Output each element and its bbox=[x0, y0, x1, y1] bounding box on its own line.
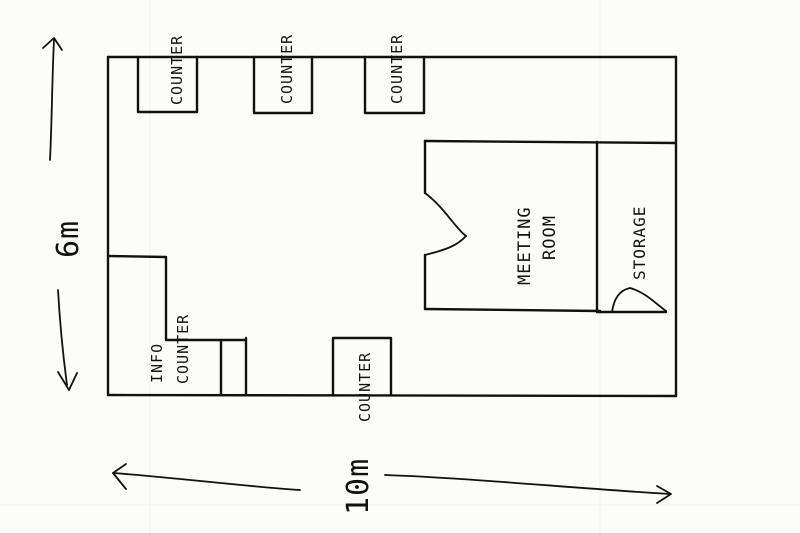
meeting-room: MEETING ROOM bbox=[423, 139, 678, 314]
width-dimension-label: 6m bbox=[51, 220, 86, 258]
counter-bottom-label: COUNTER bbox=[356, 352, 374, 422]
meeting-room-label-line2: ROOM bbox=[540, 215, 560, 260]
length-dimension-label: 10m bbox=[341, 458, 376, 515]
counter-top-1-label: COUNTER bbox=[168, 35, 186, 105]
length-dimension: 10m bbox=[112, 458, 672, 515]
meeting-room-label-line1: MEETING bbox=[515, 206, 535, 285]
info-counter: INFO COUNTER bbox=[106, 254, 248, 397]
counter-top-3: COUNTER bbox=[363, 34, 426, 115]
info-counter-label-line1: INFO bbox=[148, 343, 166, 383]
width-dimension: 6m bbox=[42, 37, 86, 391]
counter-bottom: COUNTER bbox=[331, 336, 393, 422]
storage-room: STORAGE bbox=[595, 206, 668, 314]
counter-top-2: COUNTER bbox=[252, 34, 314, 115]
info-counter-label-line2: COUNTER bbox=[174, 314, 192, 384]
counter-top-2-label: COUNTER bbox=[278, 34, 296, 104]
storage-label: STORAGE bbox=[630, 206, 649, 280]
counter-top-3-label: COUNTER bbox=[388, 34, 406, 104]
counter-top-1: COUNTER bbox=[136, 35, 199, 114]
